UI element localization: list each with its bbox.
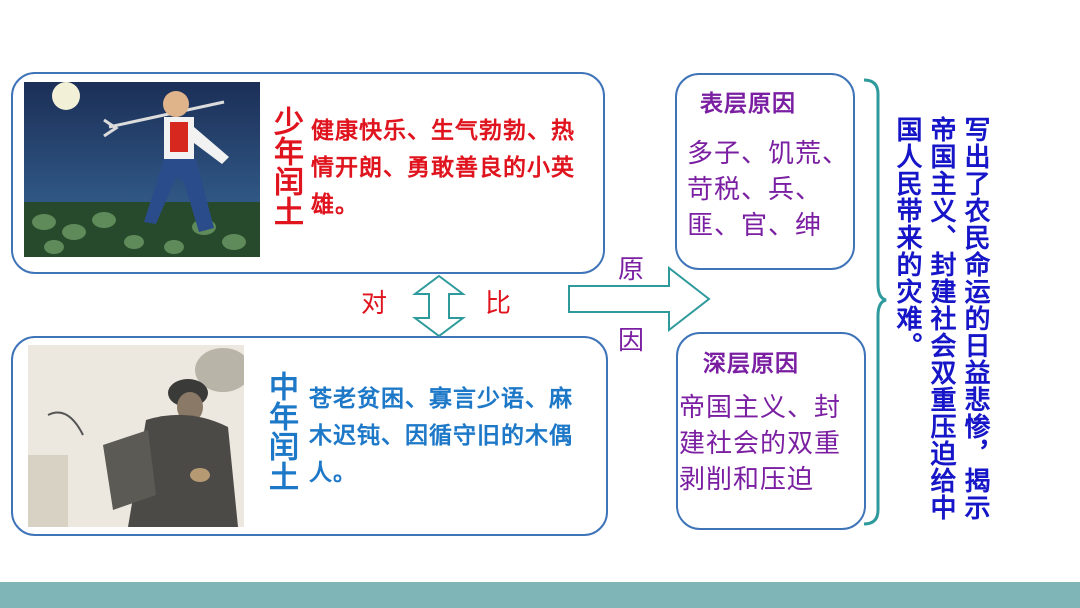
cause-label-bottom: 因 [618,326,645,356]
deep-reason-card [676,332,866,530]
young-runtu-illustration [24,82,260,257]
deep-reason-title: 深层原因 [703,350,799,377]
contrast-label-left: 对 [361,289,388,319]
contrast-label-right: 比 [485,289,512,319]
surface-reason-text: 多子、饥荒、苛税、兵、匪、官、绅 [687,139,850,241]
young-runtu-description: 健康快乐、生气勃勃、热情开朗、勇敢善良的小英雄。 [311,117,575,218]
brace-bracket [863,78,887,526]
double-arrow-icon [412,274,466,338]
middle-aged-runtu-illustration [28,345,244,527]
bottom-decorative-bar [0,582,1080,608]
young-runtu-title: 少年闰土 [268,106,303,226]
surface-reason-card [675,73,855,270]
summary-text: 写出了农民命运的日益悲惨，揭示帝国主义、封建社会双重压迫给中国人民带来的灾难。 [892,116,990,521]
cause-label-top: 原 [618,255,645,285]
middle-aged-runtu-description: 苍老贫困、寡言少语、麻木迟钝、因循守旧的木偶人。 [309,385,573,486]
middle-aged-runtu-title: 中年闰土 [263,371,298,491]
right-arrow-icon [568,266,711,332]
deep-reason-text: 帝国主义、封建社会的双重剥削和压迫 [679,393,842,495]
surface-reason-title: 表层原因 [700,90,796,117]
